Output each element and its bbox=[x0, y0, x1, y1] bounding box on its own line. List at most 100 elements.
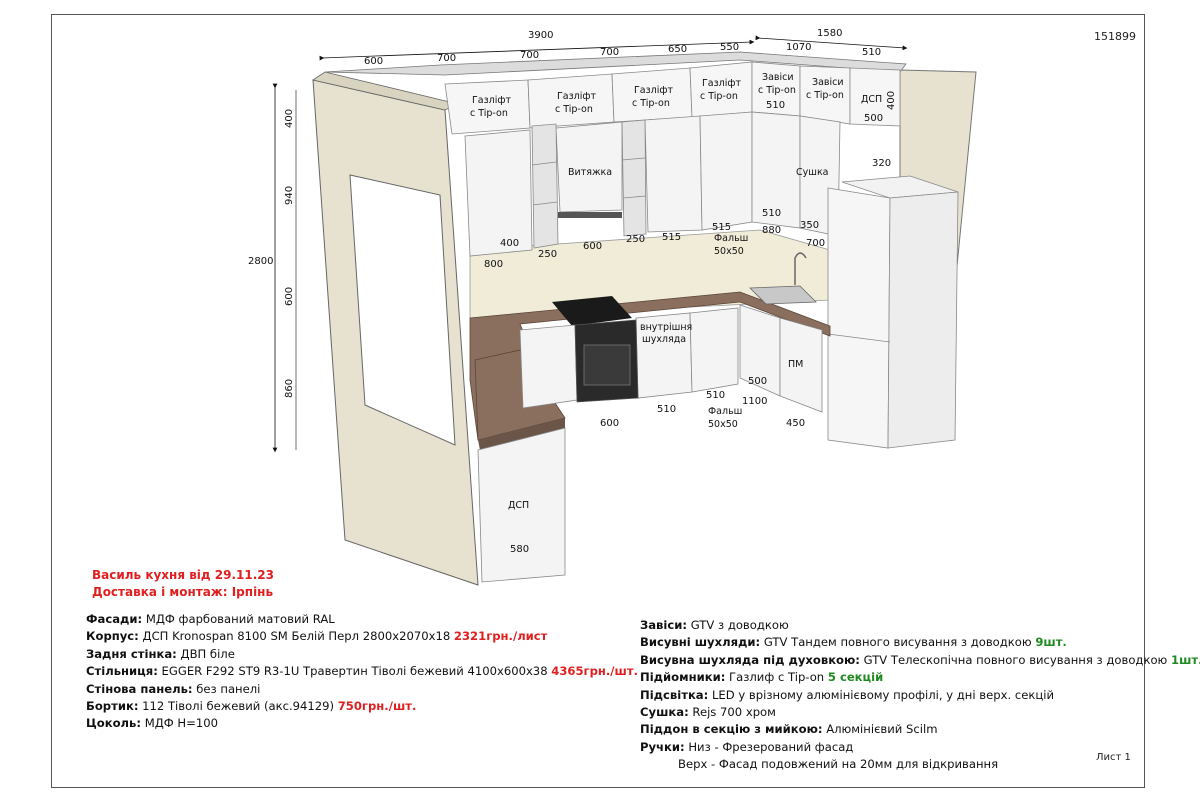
spec-value: Низ - Фрезерований фасад bbox=[684, 739, 854, 754]
dim-overall-height: 2800 bbox=[248, 256, 273, 267]
dim-misc: 580 bbox=[510, 544, 529, 555]
label-falsh-bottom-b: 50x50 bbox=[708, 419, 738, 430]
dim-vertical: 600 bbox=[284, 287, 295, 306]
spec-handles-upper: Верх - Фасад подовжений на 20мм для відк… bbox=[678, 757, 999, 772]
spec-value: без панелі bbox=[192, 681, 261, 696]
spec-key: Фасади: bbox=[86, 612, 143, 626]
spec-value: 112 Тіволі бежевий (акс.94129) bbox=[138, 699, 338, 714]
order-delivery: Доставка і монтаж: Ірпінь bbox=[92, 585, 274, 599]
sheet-label: Лист 1 bbox=[1096, 752, 1131, 763]
label-hinges-1: Завіси bbox=[762, 72, 794, 83]
label-gaslift-1: Газліфт bbox=[472, 95, 512, 106]
spec-key: Підсвітка: bbox=[640, 687, 709, 702]
upper-cabinets bbox=[444, 61, 901, 135]
spec-accent: 9шт. bbox=[1035, 635, 1067, 650]
label-dsp-bottom: ДСП bbox=[508, 500, 529, 511]
spec-value: Газлиф с Tip-on bbox=[725, 670, 828, 685]
label-falsh-top: Фальш bbox=[714, 233, 748, 244]
spec-accent: 4365грн./шт. bbox=[551, 664, 638, 679]
spec-key: Висувна шухляда під духовкою: bbox=[640, 652, 860, 667]
dim-vertical: 940 bbox=[284, 186, 295, 205]
spec-value: GTV з доводкою bbox=[687, 618, 789, 632]
spec-key: Корпус: bbox=[86, 629, 139, 644]
dim-misc: 510 bbox=[766, 100, 785, 111]
dim-misc: 450 bbox=[786, 418, 805, 429]
dim-right-top: 510 bbox=[862, 47, 881, 58]
spec-value: EGGER F292 ST9 R3-1U Травертин Тіволі бе… bbox=[157, 664, 552, 679]
spec-accent: 2321грн./лист bbox=[453, 629, 548, 644]
dim-seg: 550 bbox=[720, 42, 739, 53]
label-hinges-2b: с Tip-on bbox=[806, 90, 844, 101]
spec-value: МДФ Н=100 bbox=[141, 716, 218, 731]
dim-seg: 700 bbox=[437, 53, 456, 64]
label-gaslift-4b: с Tip-on bbox=[700, 91, 738, 102]
dim-misc: 880 bbox=[762, 225, 781, 236]
spec-key: Піддон в секцію з мийкою: bbox=[640, 722, 823, 737]
label-dryer: Сушка bbox=[796, 167, 829, 178]
order-title: Василь кухня від 29.11.23 bbox=[92, 568, 274, 582]
spec-row: Сушка: Rejs 700 хром bbox=[640, 704, 1200, 721]
dim-misc: 510 bbox=[706, 390, 725, 401]
spec-value: GTV Тандем повного висування з доводкою bbox=[760, 635, 1036, 650]
dim-misc: 320 bbox=[872, 158, 891, 169]
order-info: Василь кухня від 29.11.23 Доставка і мон… bbox=[92, 567, 274, 601]
label-gaslift-2: Газліфт bbox=[557, 91, 597, 102]
dim-misc: 600 bbox=[600, 418, 619, 429]
spec-key: Цоколь: bbox=[86, 716, 142, 731]
label-dishwasher: ПМ bbox=[788, 359, 803, 370]
spec-row: Підйомники: Газлиф с Tip-on 5 секцій bbox=[640, 669, 1200, 686]
spec-value: ДВП біле bbox=[176, 646, 235, 661]
sink bbox=[749, 285, 817, 305]
sheet-number: 151899 bbox=[1094, 30, 1136, 43]
label-gaslift-3b: с Tip-on bbox=[632, 98, 670, 109]
label-gaslift-3: Газліфт bbox=[634, 85, 674, 96]
label-gaslift-2b: с Tip-on bbox=[555, 104, 593, 115]
label-inner-drawer: внутрішня bbox=[640, 322, 692, 333]
spec-value: GTV Телескопічна повного висування з дов… bbox=[859, 652, 1171, 667]
spec-key: Сушка: bbox=[640, 705, 689, 720]
dim-right-top: 1070 bbox=[786, 42, 811, 53]
dim-misc: 600 bbox=[583, 241, 602, 252]
label-hinges-2: Завіси bbox=[812, 77, 844, 88]
spec-key: Стільниця: bbox=[86, 664, 158, 679]
spec-row: Фасади: МДФ фарбований матовий RAL bbox=[86, 611, 638, 628]
spec-accent: 750грн./шт. bbox=[337, 699, 417, 714]
dim-misc: 250 bbox=[626, 234, 645, 245]
spec-row: Ручки: Низ - Фрезерований фасад bbox=[640, 739, 1200, 756]
spec-key: Задня стінка: bbox=[86, 646, 177, 661]
dim-misc: 1100 bbox=[742, 396, 767, 407]
dim-misc: 700 bbox=[806, 238, 825, 249]
dim-misc: 800 bbox=[484, 259, 503, 270]
label-falsh-bottom: Фальш bbox=[708, 406, 742, 417]
dim-misc: 350 bbox=[800, 220, 819, 231]
spec-value: LED у врізному алюмінієвому профілі, у д… bbox=[708, 687, 1055, 702]
cooktop bbox=[552, 296, 632, 326]
dim-seg: 650 bbox=[668, 44, 687, 55]
spec-row: Стільниця: EGGER F292 ST9 R3-1U Траверти… bbox=[86, 663, 638, 680]
label-gaslift-1b: с Tip-on bbox=[470, 108, 508, 119]
open-shelves bbox=[531, 119, 647, 249]
spec-value: Rejs 700 хром bbox=[688, 705, 776, 720]
dim-misc: 515 bbox=[712, 222, 731, 233]
spec-row: Задня стінка: ДВП біле bbox=[86, 646, 638, 663]
spec-row: Стінова панель: без панелі bbox=[86, 681, 638, 698]
label-inner-drawer-b: шухляда bbox=[642, 334, 686, 345]
label-hood: Витяжка bbox=[568, 167, 612, 178]
left-wall-opening bbox=[349, 174, 456, 446]
dim-misc: 510 bbox=[762, 208, 781, 219]
label-dsp-top: ДСП bbox=[861, 94, 882, 105]
spec-key: Бортик: bbox=[86, 699, 139, 714]
spec-key: Стінова панель: bbox=[86, 681, 193, 696]
dim-vertical: 860 bbox=[284, 379, 295, 398]
spec-value: МДФ фарбований матовий RAL bbox=[142, 612, 335, 626]
spec-key: Ручки: bbox=[640, 739, 685, 754]
label-gaslift-4: Газліфт bbox=[702, 78, 742, 89]
spec-value: Алюмінієвий Scilm bbox=[822, 722, 938, 737]
spec-key: Висувні шухляди: bbox=[640, 635, 761, 650]
dim-misc: 500 bbox=[748, 376, 767, 387]
dim-misc: 500 bbox=[864, 113, 883, 124]
spec-value: ДСП Kronospan 8100 SM Белій Перл 2800x20… bbox=[138, 629, 454, 644]
spec-accent: 1шт. bbox=[1171, 652, 1200, 667]
label-falsh-top-b: 50x50 bbox=[714, 246, 744, 257]
